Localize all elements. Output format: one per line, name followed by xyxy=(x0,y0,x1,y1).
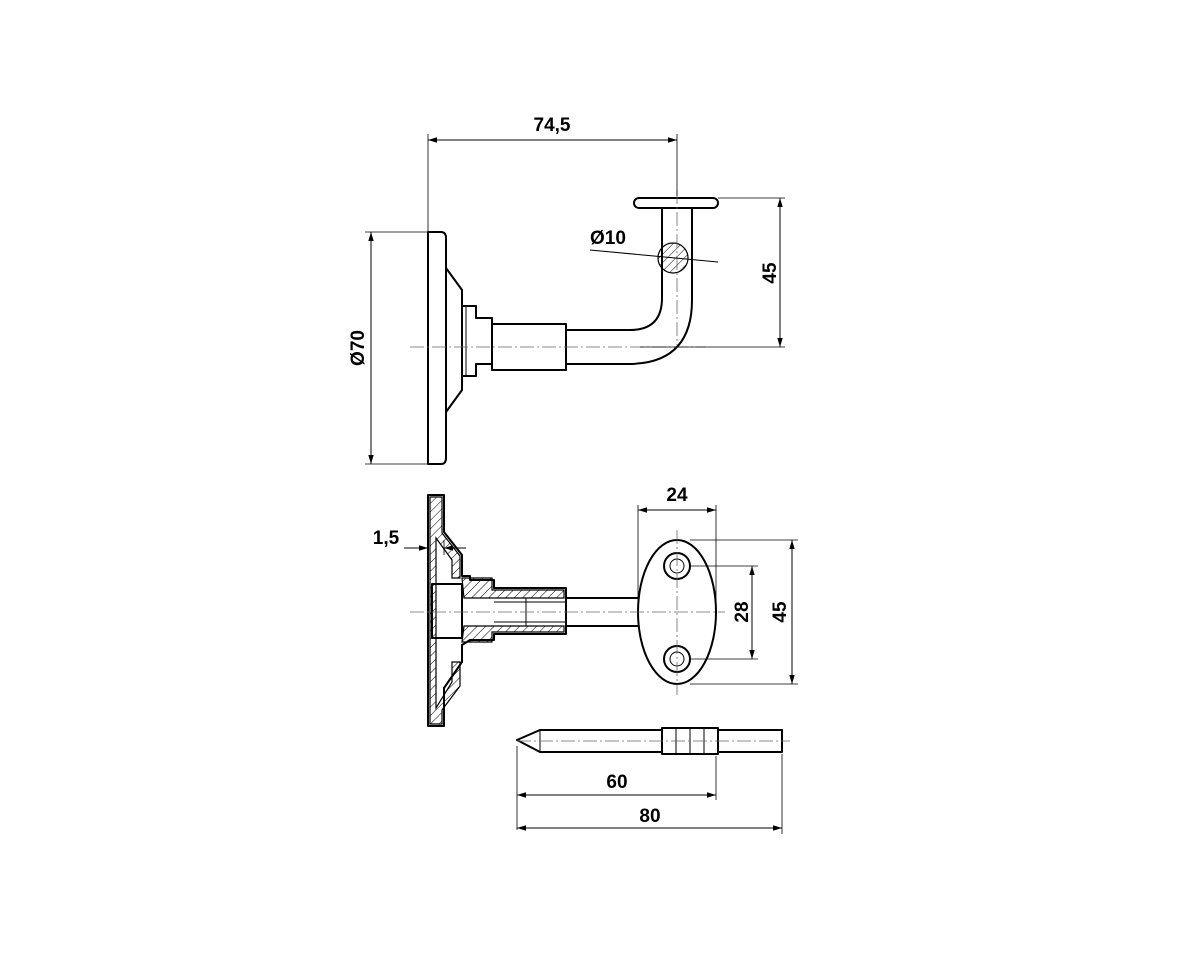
dim-text-80: 80 xyxy=(639,806,660,827)
dim-wall-thickness: 1,5 xyxy=(373,528,466,555)
top-plate xyxy=(633,197,719,209)
dim-width-overall: 74,5 xyxy=(427,115,678,232)
rosette-cone xyxy=(445,267,463,413)
dim-hole-spacing: 28 xyxy=(690,565,758,660)
bent-rod xyxy=(565,207,693,365)
dim-base-diameter: Ø70 xyxy=(348,231,428,465)
dim-text-45-bottom: 45 xyxy=(770,601,791,623)
dim-plate-height: 45 xyxy=(690,539,798,685)
dim-plate-width: 24 xyxy=(637,485,717,610)
screw xyxy=(516,727,790,755)
side-view xyxy=(410,190,719,465)
dim-text-28: 28 xyxy=(732,601,753,622)
rosette-section xyxy=(427,494,567,727)
dim-text-45-top: 45 xyxy=(760,262,781,284)
dim-text-74-5: 74,5 xyxy=(534,115,571,136)
dim-rod-diameter: Ø10 xyxy=(589,228,719,263)
dim-text-1-5: 1,5 xyxy=(373,528,400,549)
dim-screw-total: 80 xyxy=(517,754,783,834)
section-view xyxy=(410,494,725,727)
sleeve-section xyxy=(461,577,565,599)
dim-screw-short: 60 xyxy=(516,746,717,830)
dim-height-top: 45 xyxy=(640,197,785,348)
wall-rosette xyxy=(427,231,447,465)
dim-text-60: 60 xyxy=(606,772,627,793)
dim-text-o70: Ø70 xyxy=(348,330,369,366)
sleeve-section-lower xyxy=(461,625,565,643)
dim-text-24: 24 xyxy=(666,485,688,506)
dim-text-o10: Ø10 xyxy=(590,228,626,249)
